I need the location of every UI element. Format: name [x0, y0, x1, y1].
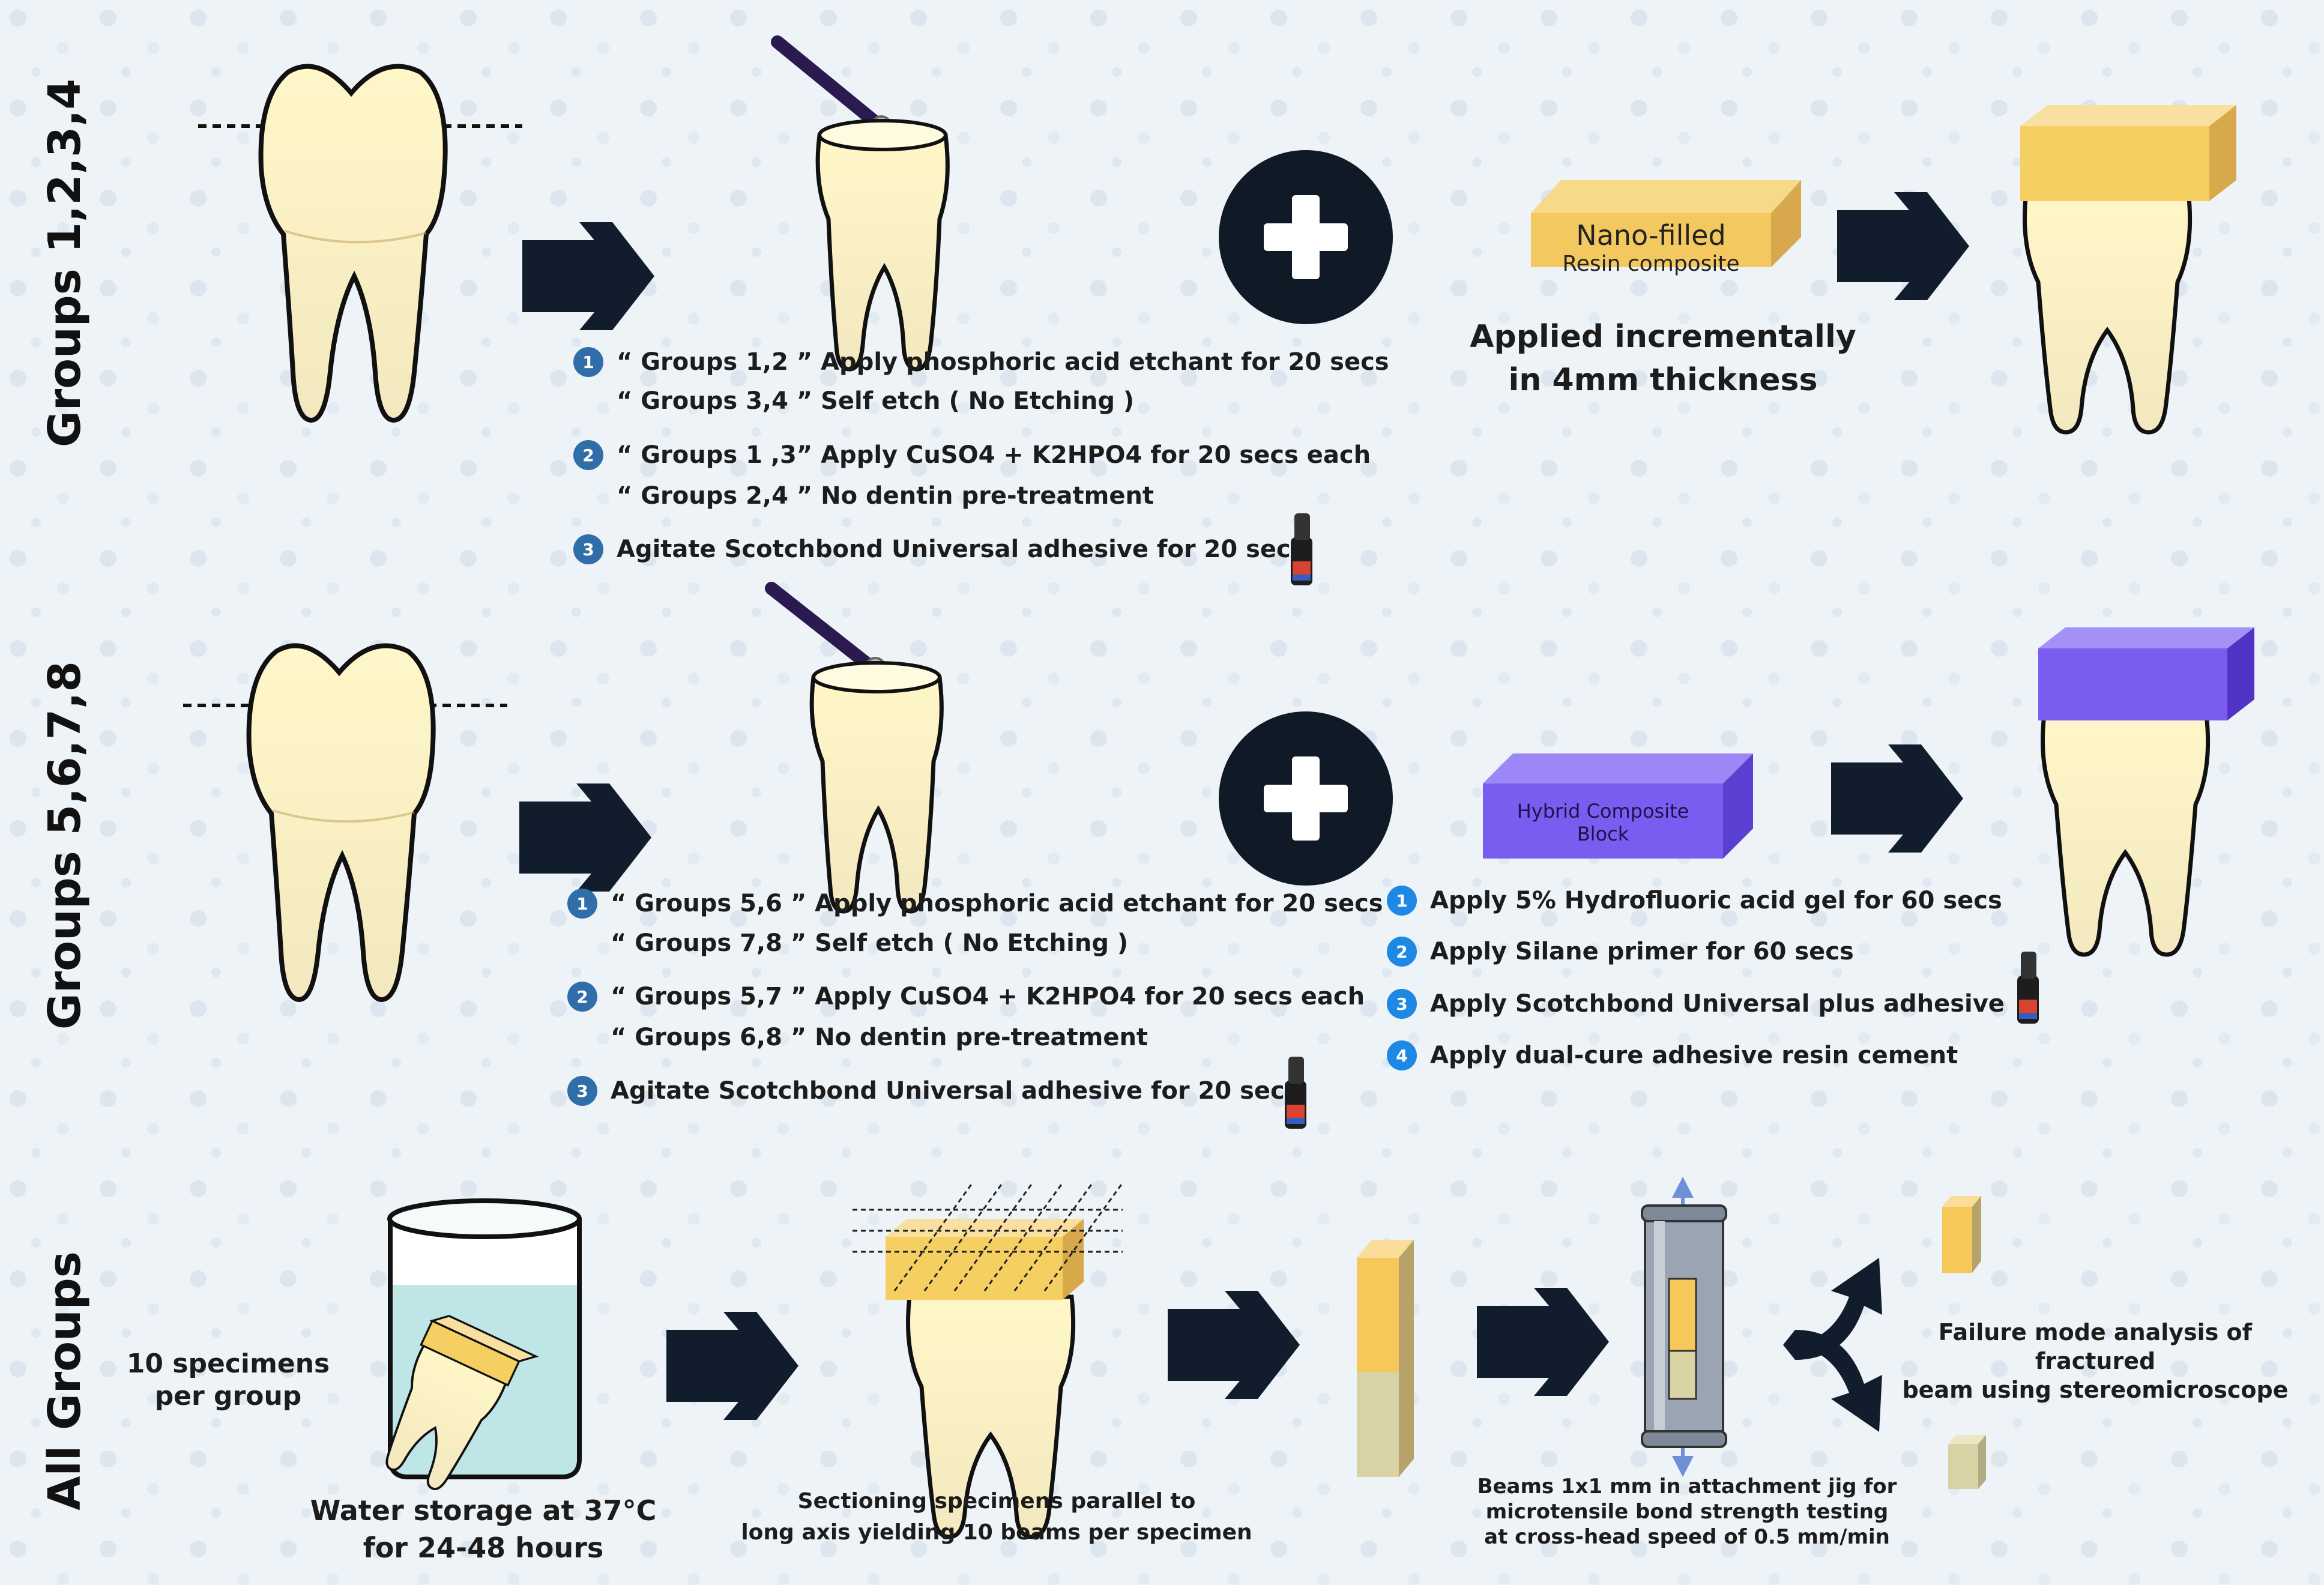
arrow-icon: [666, 1312, 798, 1420]
step-list-item: 3 Agitate Scotchbond Universal adhesive …: [573, 534, 1305, 564]
step-number-badge: 3: [567, 1076, 597, 1106]
step-list-item: 1 “ Groups 1,2 ” Apply phosphoric acid e…: [573, 347, 1389, 377]
prepared-tooth-row1: [818, 121, 947, 369]
water-storage-caption: Water storage at 37°C for 24-48 hours: [310, 1494, 657, 1564]
applicator-row1: [771, 35, 883, 130]
step-list-item: 1 Apply 5% Hydrofluoric acid gel for 60 …: [1387, 886, 2002, 916]
molar-tooth-row2: [249, 646, 433, 1000]
step-number-badge: 1: [567, 889, 597, 919]
fractured-beam-top: [1942, 1207, 1972, 1273]
step-list-item: 1 “ Groups 5,6 ” Apply phosphoric acid e…: [567, 889, 1383, 919]
step-list-item: “ Groups 3,4 ” Self etch ( No Etching ): [617, 387, 1135, 415]
plus-icon: [1219, 711, 1393, 886]
step-list-item: “ Groups 7,8 ” Self etch ( No Etching ): [611, 929, 1129, 957]
section-grid-lines: [853, 1182, 1124, 1291]
restored-tooth-row1: [2025, 192, 2190, 432]
arrow-icon: [1477, 1288, 1609, 1396]
label-all-groups: All Groups: [39, 1251, 91, 1511]
nano-filled-block-label: Nano-filled Resin composite: [1562, 219, 1740, 276]
step-number-badge: 1: [1387, 886, 1417, 916]
specimens-caption: 10 specimens per group: [126, 1348, 330, 1411]
arrow-icon: [1168, 1291, 1300, 1399]
step-list-item: 2 “ Groups 1 ,3” Apply CuSO4 + K2HPO4 fo…: [573, 440, 1371, 470]
step-list-item: 3 Agitate Scotchbond Universal adhesive …: [567, 1076, 1299, 1106]
arrow-icon: [1837, 192, 1969, 300]
step-list-item: 3 Apply Scotchbond Universal plus adhesi…: [1387, 989, 2005, 1019]
hybrid-block-label: Hybrid Composite Block: [1517, 800, 1689, 845]
arrow-icon: [522, 222, 654, 330]
arrow-icon: [519, 783, 651, 892]
sectioning-caption: Sectioning specimens parallel to long ax…: [741, 1489, 1252, 1545]
label-groups-1234: Groups 1,2,3,4: [39, 79, 91, 447]
step-list-item: 2 “ Groups 5,7 ” Apply CuSO4 + K2HPO4 fo…: [567, 982, 1365, 1012]
restored-tooth-row2: [2043, 714, 2208, 955]
step-number-badge: 4: [1387, 1040, 1417, 1070]
step-list-item: 4 Apply dual-cure adhesive resin cement: [1387, 1040, 1958, 1070]
applied-incrementally-caption: Applied incrementally in 4mm thickness: [1470, 319, 1856, 398]
applicator-row2: [765, 582, 877, 673]
step-number-badge: 2: [567, 982, 597, 1012]
adhesive-bottle-icon: [2017, 952, 2039, 1024]
step-list-item: “ Groups 6,8 ” No dentin pre-treatment: [611, 1024, 1148, 1051]
arrow-icon: [1831, 744, 1963, 853]
step-number-badge: 3: [1387, 989, 1417, 1019]
step-number-badge: 3: [573, 534, 603, 564]
step-number-badge: 1: [573, 347, 603, 377]
plus-icon: [1219, 150, 1393, 324]
prepared-tooth-row2: [812, 663, 941, 911]
step-number-badge: 2: [573, 440, 603, 470]
molar-tooth-row1: [261, 67, 445, 420]
fractured-beam-bottom: [1948, 1444, 1978, 1489]
failure-mode-caption: Failure mode analysis of fractured beam …: [1902, 1319, 2289, 1403]
split-arrow: [1783, 1258, 1882, 1360]
step-list-item: 2 Apply Silane primer for 60 secs: [1387, 937, 1854, 967]
step-number-badge: 2: [1387, 937, 1417, 967]
jig-caption: Beams 1x1 mm in attachment jig for micro…: [1477, 1475, 1897, 1549]
label-groups-5678: Groups 5,6,7,8: [39, 661, 91, 1030]
microtensile-jig: [1641, 1177, 1727, 1477]
beam: [1357, 1258, 1399, 1372]
step-list-item: “ Groups 2,4 ” No dentin pre-treatment: [617, 482, 1154, 510]
